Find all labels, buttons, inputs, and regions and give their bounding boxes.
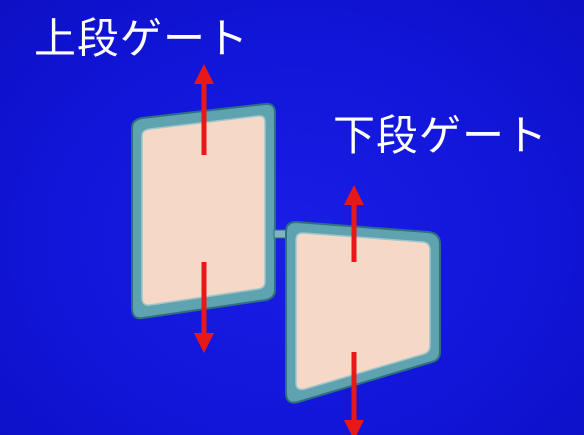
lower-gate-inner xyxy=(295,232,431,391)
upper-gate-inner xyxy=(141,115,266,306)
lower-gate-label: 下段ゲート xyxy=(333,111,549,160)
lower-gate-panel xyxy=(285,220,441,404)
upper-gate-label: 上段ゲート xyxy=(34,14,250,63)
upper-gate-panel xyxy=(131,102,276,320)
